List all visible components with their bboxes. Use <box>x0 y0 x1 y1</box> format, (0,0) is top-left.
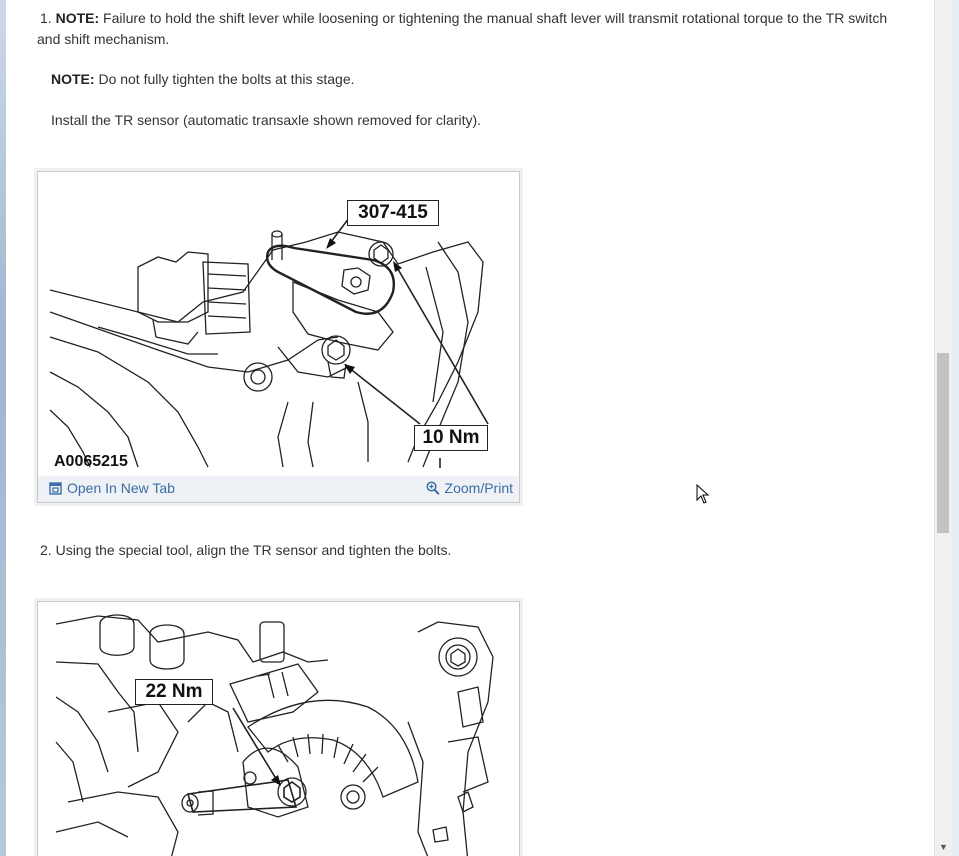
figure-1-tool-callout: 307-415 <box>347 200 439 226</box>
step1-number: 1. <box>40 10 52 26</box>
window-right-edge <box>952 0 959 856</box>
figure-1: 307-415 10 Nm A0065215 Open In New Tab Z… <box>37 171 520 503</box>
scroll-down-arrow-icon[interactable]: ▼ <box>939 842 948 852</box>
step2-line: 2. Using the special tool, align the TR … <box>40 540 451 561</box>
step2-number: 2. <box>40 542 52 558</box>
step1-note2-text: Do not fully tighten the bolts at this s… <box>98 71 355 87</box>
open-in-new-tab-link[interactable]: Open In New Tab <box>49 480 175 496</box>
step1-note-line: 1. NOTE: Failure to hold the shift lever… <box>40 8 920 29</box>
step1-note-continuation: and shift mechanism. <box>37 31 170 47</box>
step1-note-text: Failure to hold the shift lever while lo… <box>103 10 888 26</box>
figure-1-toolbar: Open In New Tab Zoom/Print <box>38 476 519 502</box>
open-in-new-tab-label: Open In New Tab <box>67 480 175 496</box>
step1-instruction: Install the TR sensor (automatic transax… <box>51 112 482 128</box>
document-page: 1. NOTE: Failure to hold the shift lever… <box>6 0 934 856</box>
magnifier-icon <box>425 480 440 495</box>
zoom-print-link[interactable]: Zoom/Print <box>425 480 513 496</box>
step1-note2-label: NOTE: <box>51 71 95 87</box>
mouse-pointer-icon <box>696 484 710 504</box>
zoom-print-label: Zoom/Print <box>444 480 513 496</box>
step1-note-label: NOTE: <box>55 10 100 26</box>
external-tab-icon <box>49 481 62 495</box>
figure-2: 22 Nm <box>37 601 520 856</box>
step1-note2-line: NOTE: Do not fully tighten the bolts at … <box>51 69 355 90</box>
scrollbar-thumb[interactable] <box>937 353 949 533</box>
window-left-edge <box>0 0 6 856</box>
figure-1-id: A0065215 <box>54 453 128 470</box>
vertical-scrollbar[interactable]: ▼ <box>934 0 952 856</box>
figure-2-illustration <box>55 614 494 856</box>
figure-1-illustration <box>49 213 489 468</box>
figure-2-torque-callout: 22 Nm <box>135 679 213 705</box>
step2-text: Using the special tool, align the TR sen… <box>55 542 452 558</box>
figure-1-torque-callout: 10 Nm <box>414 425 488 451</box>
